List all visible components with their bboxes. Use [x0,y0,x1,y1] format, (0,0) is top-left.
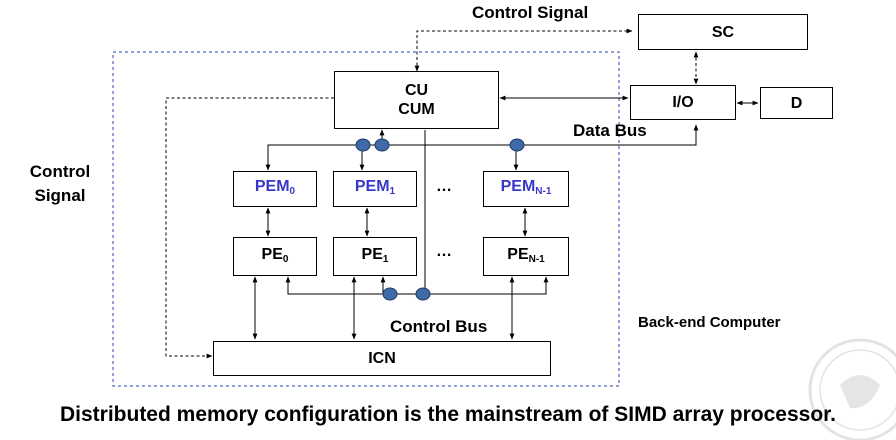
control-signal-cu-icn-line [165,97,334,359]
control-signal-top-label: Control Signal [472,3,589,22]
backend-computer-label: Back-end Computer [638,314,781,331]
pe-n-1-box: PEN-1 [483,237,569,276]
control-signal-left-line2: Signal [34,186,86,205]
pem-n-1-prefix: PEM [500,178,536,195]
control-signal-cu-sc-line [414,28,633,72]
pe-1-box: PE1 [333,237,417,276]
data-bus-line [265,124,699,171]
data-bus-connector-1 [355,138,371,152]
control-bus-connector-2 [415,287,431,301]
sc-label: SC [711,23,735,41]
watermark-seal-icon [808,338,896,440]
icn-box: ICN [213,341,551,376]
d-box: D [760,87,833,119]
pem-1-prefix: PEM [354,178,390,195]
sc-box: SC [638,14,808,50]
control-signal-left-label: Control Signal [24,160,96,208]
d-label: D [790,94,803,112]
cu-box: CU CUM [334,71,499,129]
pe-0-subscript: 0 [282,253,289,265]
cu-label: CU [404,82,429,99]
pem-n-1-subscript: N-1 [535,186,552,197]
pe-0-prefix: PE [261,245,283,263]
pe-ellipsis: … [436,243,452,260]
pe-1-subscript: 1 [382,253,389,265]
pe-n-1-prefix: PE [507,245,529,263]
control-bus-connector-1 [382,287,398,301]
io-box: I/O [630,85,736,120]
cum-label: CUM [398,101,435,118]
pe-0-box: PE0 [233,237,317,276]
control-signal-left-line1: Control [29,162,91,181]
caption: Distributed memory configuration is the … [59,403,837,426]
pem-0-box: PEM0 [233,171,317,207]
pem-1-box: PEM1 [333,171,417,207]
data-bus-connector-2 [374,138,390,152]
backend-computer-boundary [112,51,620,387]
pem-0-subscript: 0 [289,186,296,197]
data-bus-label: Data Bus [573,121,647,140]
io-label: I/O [672,94,694,111]
icn-label: ICN [368,350,396,367]
pe-1-prefix: PE [361,245,383,263]
pem-1-subscript: 1 [389,186,396,197]
pem-n-1-box: PEMN-1 [483,171,569,207]
pem-ellipsis: … [436,178,452,195]
data-bus-connector-3 [509,138,525,152]
pe-n-1-subscript: N-1 [528,253,545,265]
control-bus-label: Control Bus [390,317,488,336]
pem-0-prefix: PEM [254,178,290,195]
